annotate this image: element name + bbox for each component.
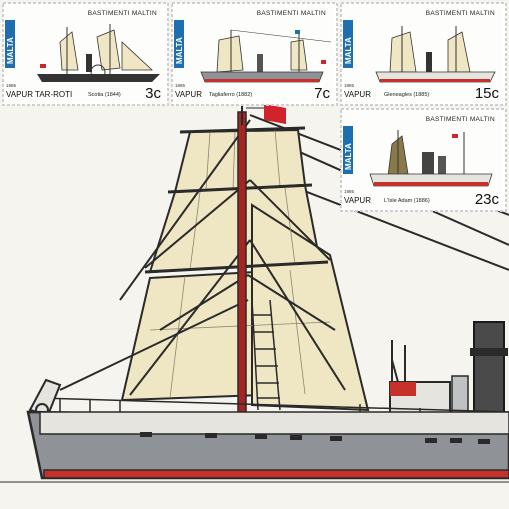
- ship-type: VAPUR: [344, 196, 371, 205]
- ratlines: [251, 299, 281, 411]
- stamp-header: BASTIMENTI MALTIN: [425, 116, 495, 123]
- stamp-value: 23c: [474, 191, 499, 208]
- ship-type: VAPUR: [344, 90, 371, 99]
- upper-strake: [39, 411, 509, 435]
- stamp-header: BASTIMENTI MALTIN: [425, 10, 495, 17]
- staysail: [251, 203, 370, 412]
- mast-flag: [264, 104, 286, 124]
- country-text: MALTA: [175, 37, 184, 64]
- stamp-gleneagles: MALTA BASTIMENTI MALTIN 1985 VAPUR Glene…: [340, 2, 507, 106]
- main-mast: [237, 111, 247, 431]
- stamp-value: 7c: [314, 85, 330, 102]
- country-label: MALTA: [5, 20, 15, 66]
- stamp-value: 15c: [474, 85, 499, 102]
- stamp-scotia: MALTA BASTIMENTI MALTIN 1985 VAPUR TAR-R…: [2, 2, 169, 106]
- ship-type: VAPUR: [175, 90, 202, 99]
- country-text: MALTA: [344, 143, 353, 170]
- ship-name: L'Isle Adam (1886): [384, 198, 430, 204]
- stamp-lisle-adam: MALTA BASTIMENTI MALTIN 1985 VAPUR L'Isl…: [340, 108, 507, 212]
- portholes: [140, 432, 490, 444]
- waterline-stripe: [43, 469, 509, 479]
- country-text: MALTA: [344, 37, 353, 64]
- stamp-year: 1985: [344, 83, 355, 88]
- country-label: MALTA: [174, 20, 184, 66]
- stamp-year: 1985: [6, 83, 17, 88]
- ship-name: Tagliaferro (1882): [209, 92, 253, 98]
- stamp-year: 1985: [344, 189, 355, 194]
- stamp-tagliaferro: MALTA BASTIMENTI MALTIN 1985 VAPUR Tagli…: [171, 2, 338, 106]
- shrouds: [59, 119, 346, 396]
- stamp-header: BASTIMENTI MALTIN: [87, 10, 157, 17]
- ship-type: VAPUR TAR-ROTI: [6, 90, 73, 99]
- country-label: MALTA: [343, 126, 353, 172]
- ship-name: Gleneagles (1885): [384, 92, 430, 98]
- country-label: MALTA: [343, 20, 353, 66]
- stamp-value: 3c: [145, 85, 161, 102]
- country-text: MALTA: [6, 37, 15, 64]
- funnel: [473, 321, 505, 421]
- ship-name: Scotia (1844): [88, 92, 121, 98]
- stamp-year: 1985: [175, 83, 186, 88]
- stamp-header: BASTIMENTI MALTIN: [256, 10, 326, 17]
